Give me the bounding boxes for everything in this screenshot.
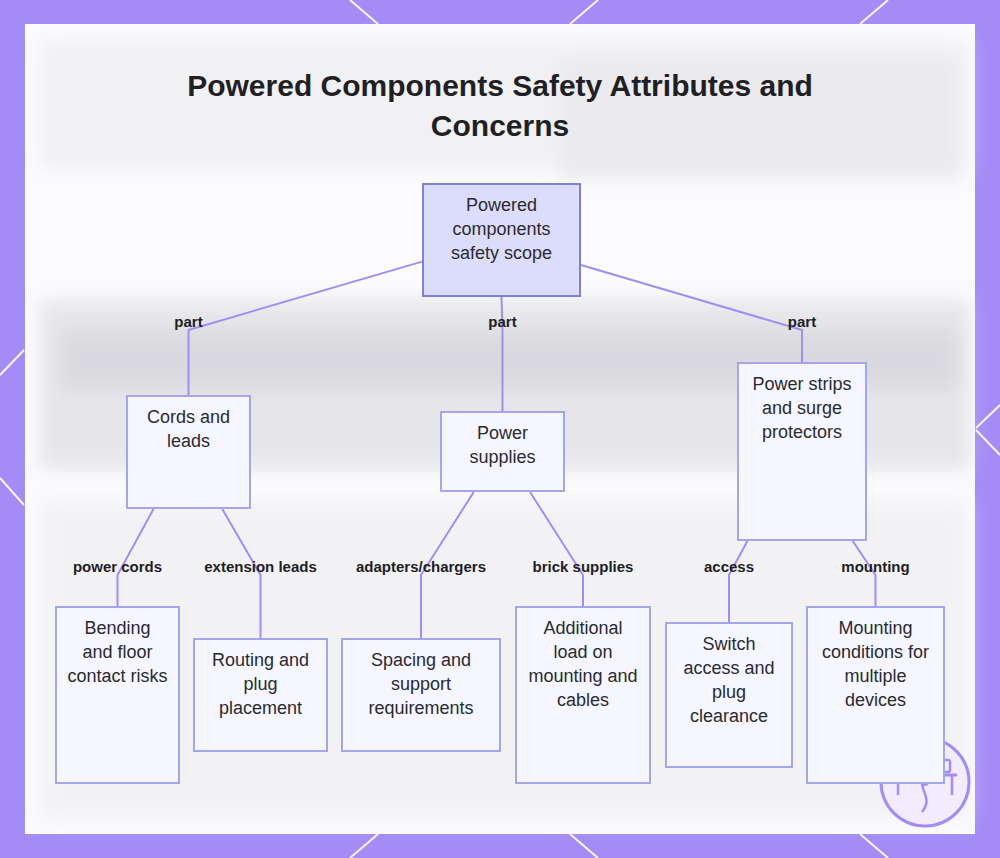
connector-line <box>581 265 802 362</box>
edge-label: part <box>788 313 816 330</box>
concern-box: Mounting conditions for multiple devices <box>806 606 945 784</box>
concern-box: Routing and plug placement <box>193 638 328 752</box>
category-box: Cords and leads <box>126 395 251 509</box>
node-label: Cords and leads <box>138 405 239 453</box>
connector-line <box>729 541 747 622</box>
node-label: Switch access and plug clearance <box>677 632 781 728</box>
edge-label: power cords <box>73 558 162 575</box>
panel <box>25 24 975 834</box>
connector-line <box>189 262 423 395</box>
concern-box: Switch access and plug clearance <box>665 622 793 768</box>
concern-box: Bending and floor contact risks <box>55 606 180 784</box>
node-label: Power strips and surge protectors <box>749 372 855 444</box>
edge-label: access <box>704 558 754 575</box>
node-label: Powered components safety scope <box>434 193 569 265</box>
node-label: Power supplies <box>452 421 553 469</box>
connector-line <box>530 492 583 606</box>
scope-box: Powered components safety scope <box>422 183 581 297</box>
node-label: Spacing and support requirements <box>353 648 489 720</box>
concern-box: Additional load on mounting and cables <box>515 606 651 784</box>
diagram-title: Powered Components Safety Attributes and… <box>170 66 830 146</box>
edge-label: part <box>488 313 516 330</box>
node-label: Additional load on mounting and cables <box>527 616 639 712</box>
edge-label: brick supplies <box>533 558 634 575</box>
node-label: Mounting conditions for multiple devices <box>818 616 933 712</box>
concern-box: Spacing and support requirements <box>341 638 501 752</box>
edge-label: part <box>174 313 202 330</box>
edge-label: mounting <box>841 558 909 575</box>
node-label: Routing and plug placement <box>205 648 316 720</box>
node-label: Bending and floor contact risks <box>67 616 168 688</box>
blurred-photo <box>40 40 970 820</box>
edge-label: extension leads <box>204 558 317 575</box>
category-box: Power supplies <box>440 411 565 492</box>
category-box: Power strips and surge protectors <box>737 362 867 541</box>
edge-label: adapters/chargers <box>356 558 486 575</box>
